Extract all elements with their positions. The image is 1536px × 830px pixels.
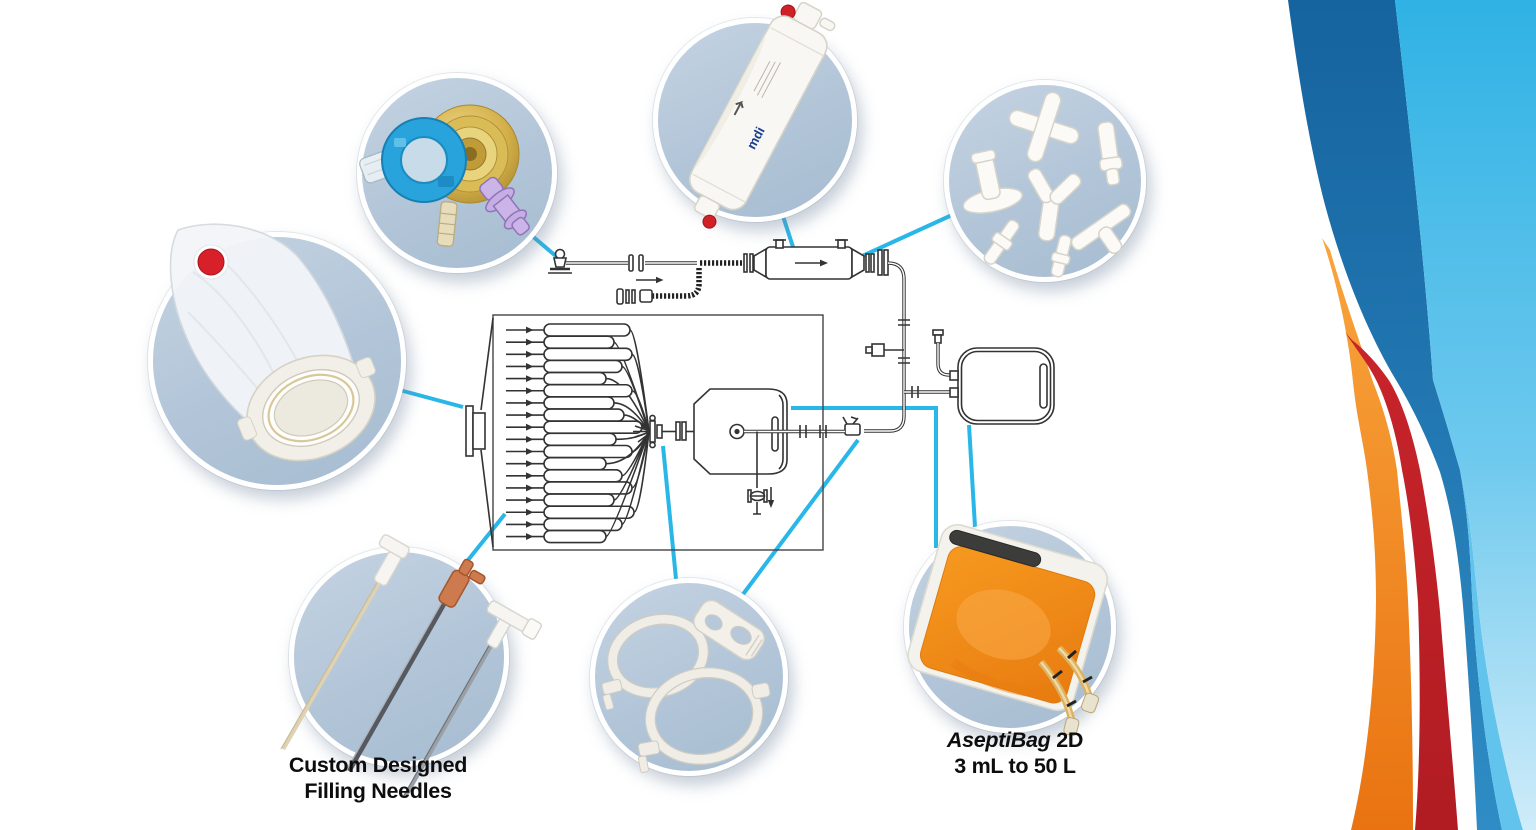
aseptibag-caption: AseptiBag 2D 3 mL to 50 L [905, 727, 1125, 779]
plastic-fittings-image [962, 91, 1132, 278]
t-fitting-icon [1070, 203, 1132, 254]
flanged-port-icon [962, 149, 1023, 214]
cross-fitting-icon [1008, 91, 1080, 163]
aseptibag-model: 2D [1056, 728, 1084, 752]
aseptibag-caption-line1: AseptiBag 2D [905, 727, 1125, 753]
hose-barb-icon [436, 200, 458, 247]
purple-connector-icon [479, 176, 530, 236]
callout-line-bag-a [791, 406, 938, 548]
swoosh-light-area [1395, 0, 1536, 830]
clamps-image [601, 599, 771, 774]
liner-bag-bubble [148, 223, 406, 490]
swoosh-graphic [1288, 0, 1536, 830]
y-fitting-icon [1027, 168, 1082, 242]
surge-vessel-symbol [675, 388, 845, 515]
liner-bag-image [169, 223, 376, 462]
bag-2d-symbol [949, 347, 1055, 425]
filling-needles-image [280, 534, 543, 799]
filling-needles-bubble [280, 534, 543, 799]
top-tubing-assembly [548, 239, 957, 436]
needles-caption-line1: Custom Designed [288, 753, 468, 777]
callout-line-clamp-b [739, 438, 860, 599]
aseptibag-2d-bubble [904, 521, 1116, 737]
barb-fitting-icon [983, 219, 1020, 265]
callout-line-fittings [859, 213, 953, 259]
swoosh-darkblue-band [1288, 0, 1502, 830]
red-cap-icon [702, 214, 717, 229]
swoosh-red-band [1345, 332, 1458, 830]
swoosh-medium-band [1460, 470, 1523, 830]
aseptibag-brand: AseptiBag [946, 728, 1051, 752]
orange-hub-icon [438, 558, 486, 608]
sterile-connector-bubble [357, 73, 557, 273]
needles-caption-line2: Filling Needles [304, 779, 452, 804]
filling-manifold [465, 314, 845, 551]
filter-capsule-symbol [743, 239, 889, 280]
aseptibag-caption-line2: 3 mL to 50 L [954, 754, 1076, 779]
ring-clamp-icon [637, 667, 771, 774]
ring-port-icon [237, 354, 376, 462]
plastic-fittings-bubble [944, 80, 1146, 282]
needle-steel-icon [402, 600, 543, 799]
pinch-clamp-icon [693, 599, 765, 661]
needle-beige-icon [280, 534, 410, 751]
blue-ring-icon [381, 117, 467, 203]
needles-caption: Custom Designed Filling Needles [268, 752, 488, 804]
swoosh-orange-band [1322, 238, 1413, 830]
sterile-connector-image [359, 104, 530, 247]
callout-line-bag-b [967, 424, 977, 528]
pinch-clamp-symbol [842, 416, 861, 436]
callout-line-liner [391, 386, 464, 409]
needle-steel-dark-icon [345, 558, 486, 773]
filter-capsule-bubble: mdi [653, 1, 857, 229]
callout-line-clamp-a [661, 445, 678, 580]
straight-fitting-icon [1097, 121, 1123, 186]
filter-capsule-image: mdi [688, 1, 836, 229]
bag-tubes-icon [1038, 645, 1100, 737]
red-cap-icon [197, 248, 225, 276]
handle-slot-icon [949, 529, 1042, 567]
callout-lines [391, 206, 977, 599]
aseptibag-2d-image [907, 523, 1109, 737]
barb-fitting-icon [1050, 234, 1072, 278]
clamps-bubble [590, 578, 788, 776]
